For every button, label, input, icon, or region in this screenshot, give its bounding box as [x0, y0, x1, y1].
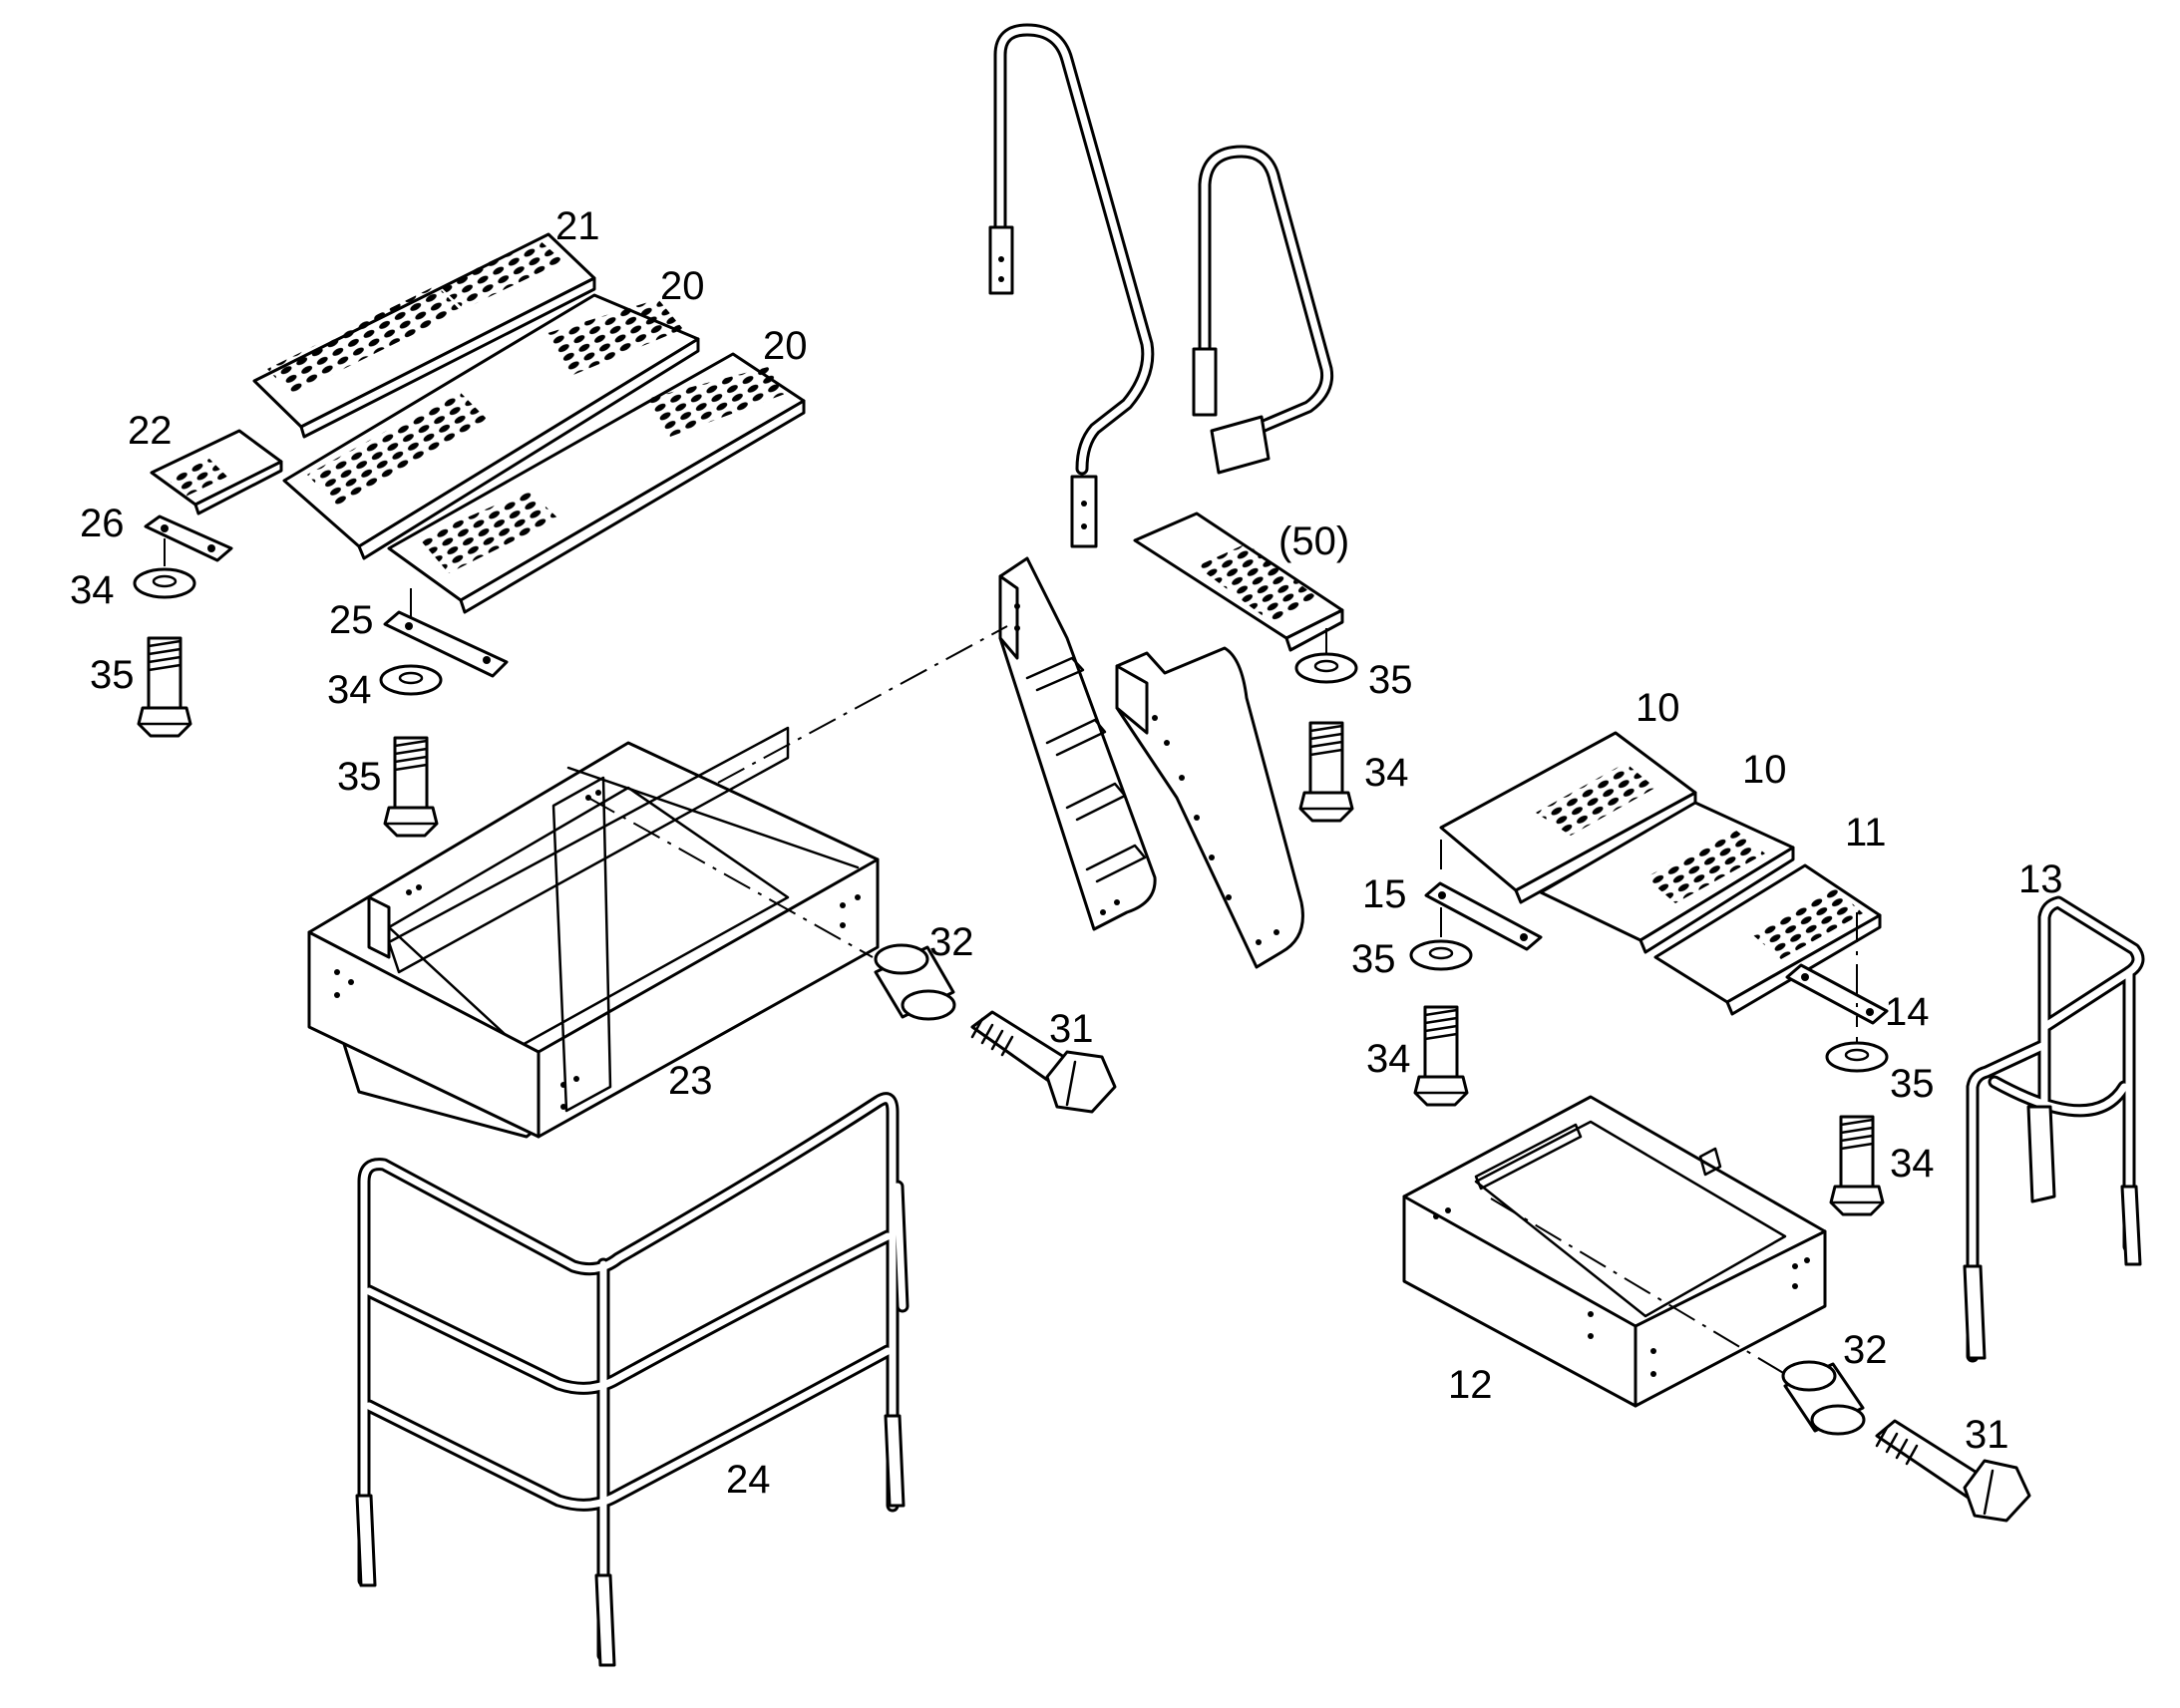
spacer-32-a	[874, 943, 956, 1021]
callout-24: 24	[726, 1458, 771, 1502]
callout-31-b: 31	[1965, 1413, 2009, 1457]
callout-34-a: 34	[70, 568, 115, 612]
railing-24	[355, 1092, 909, 1667]
callout-34-b: 34	[327, 668, 372, 712]
callout-10-b: 10	[1742, 748, 1787, 792]
callout-34-e: 34	[1890, 1142, 1935, 1186]
platform-box-23	[307, 726, 880, 1139]
washer-35-e	[1825, 1041, 1889, 1073]
step-50	[1133, 512, 1344, 652]
plate-20-b	[387, 352, 806, 614]
callout-35-c: 35	[1368, 658, 1413, 702]
bolt-31-b	[1875, 1419, 2031, 1523]
callout-35-d: 35	[1351, 937, 1396, 981]
callout-23: 23	[668, 1059, 713, 1103]
strip-25	[383, 610, 509, 678]
railing-13	[1963, 895, 2145, 1363]
callout-12: 12	[1448, 1363, 1493, 1407]
handrail-right	[1192, 145, 1334, 475]
spacer-32-b	[1781, 1360, 1866, 1436]
strip-26	[144, 514, 233, 562]
callout-32-b: 32	[1843, 1328, 1888, 1372]
washer-34-a	[133, 567, 196, 599]
callout-11: 11	[1845, 811, 1887, 854]
plate-22	[150, 429, 283, 515]
callout-13: 13	[2018, 857, 2063, 901]
callout-20-a: 20	[660, 264, 705, 308]
callout-20-b: 20	[763, 324, 808, 368]
stair-stringer-right	[1115, 646, 1304, 969]
callout-34-c: 34	[1364, 751, 1409, 795]
plate-20-a	[282, 293, 700, 560]
callout-14: 14	[1885, 990, 1930, 1034]
bolt-34-d	[1413, 1005, 1469, 1107]
bolt-31-a	[970, 1010, 1117, 1114]
callout-35-e: 35	[1890, 1062, 1935, 1106]
stair-stringer-left	[998, 556, 1157, 931]
plate-11	[1653, 863, 1882, 1016]
strip-14	[1785, 963, 1889, 1025]
bolt-35-a	[137, 636, 192, 738]
callout-26: 26	[80, 502, 125, 545]
strip-15	[1424, 881, 1543, 951]
callout-31-a: 31	[1049, 1007, 1094, 1051]
plate-21	[252, 232, 596, 439]
plate-10-b	[1539, 801, 1795, 954]
callout-22: 22	[128, 409, 173, 453]
callout-34-d: 34	[1366, 1037, 1411, 1081]
washer-35-c	[1294, 652, 1358, 684]
handrail-left	[988, 23, 1155, 548]
callout-10-a: 10	[1635, 686, 1680, 730]
bolt-35-b	[383, 736, 439, 838]
callout-25: 25	[329, 598, 374, 642]
callout-50: (50)	[1278, 519, 1349, 563]
washer-35-d	[1409, 939, 1473, 971]
callout-35-b: 35	[337, 755, 382, 799]
platform-box-12	[1402, 1095, 1827, 1408]
bolt-34-c	[1298, 721, 1354, 823]
callout-21: 21	[555, 204, 600, 248]
callout-15: 15	[1362, 872, 1407, 916]
washer-34-b	[379, 664, 443, 696]
callout-labels: 21 20 20 22 26 34 35 25 34 35 (50) 35 34…	[70, 204, 2063, 1502]
callout-32-a: 32	[929, 920, 974, 964]
bolt-34-e	[1829, 1115, 1885, 1216]
callout-35-a: 35	[90, 653, 135, 697]
